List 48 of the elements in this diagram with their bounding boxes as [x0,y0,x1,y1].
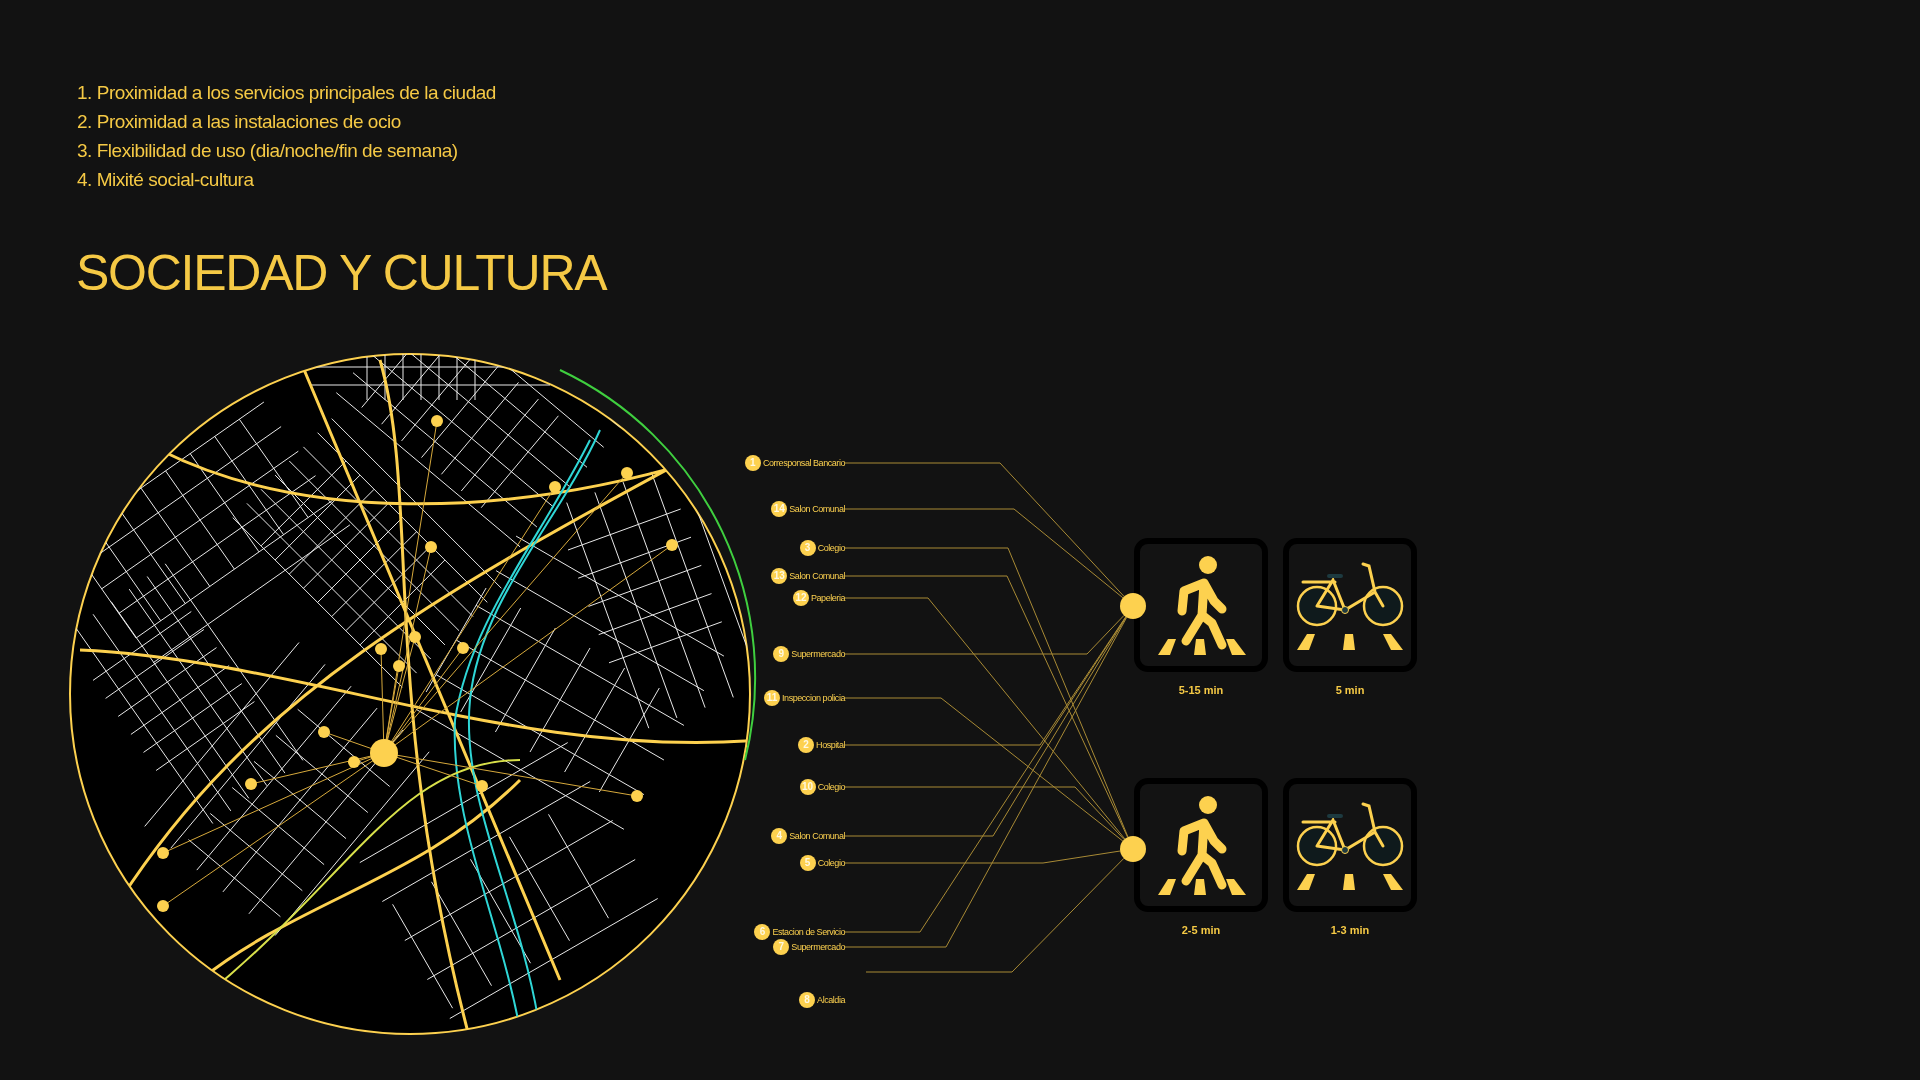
place-label: Supermercado [791,648,845,661]
connector-line [844,508,1124,599]
number-marker: 3 [799,540,816,556]
place-label: Salon Comunal [789,830,845,843]
number-marker: 2 [798,737,815,753]
number-marker: 12 [793,590,809,606]
place-label: Alcaldia [817,994,845,1007]
number-marker: 14 [771,501,788,517]
time-label: 1-3 min [1329,923,1371,938]
place-label: Papeleria [811,592,845,605]
connector-line [844,614,1125,655]
criteria-text: 3. Flexibilidad de uso (dia/noche/fin de semana) [77,139,459,163]
number-marker: 10 [799,779,816,795]
title: SOCIEDAD Y CULTURA [76,248,607,298]
number-marker: 6 [754,924,771,940]
number-marker: 4 [771,828,788,844]
connector-line [844,697,1124,842]
connector-line [844,850,1121,864]
criteria-text: 1. Proximidad a los servicios principales de la ciudad [77,81,496,105]
number-marker: 11 [764,690,781,706]
place-label: Inspeccion policia [782,692,845,705]
time-label: 5-15 min [1177,683,1225,698]
connector-line [844,462,1125,597]
criteria-text: 4. Mixité social-cultura [77,168,255,192]
number-marker: 1 [744,455,761,471]
time-label: 5 min [1334,683,1366,698]
place-label: Corresponsal Bancario [762,457,845,470]
place-label: Colegio [817,781,845,794]
number-marker: 13 [771,568,788,584]
place-label: Colegio [817,542,845,555]
place-label: Salon Comunal [789,570,845,583]
connector-line [865,857,1125,973]
criteria-text: 2. Proximidad a las instalaciones de ocio [77,110,402,134]
place-label: Colegio [817,857,845,870]
number-marker: 5 [799,855,816,871]
icon-tile [1283,538,1417,672]
icon-tile [1134,778,1268,912]
icon-tile [1283,778,1417,912]
place-label: Supermercado [791,941,845,954]
time-label: 2-5 min [1180,923,1222,938]
place-label: Hospital [816,739,845,752]
number-marker: 9 [773,646,790,662]
connector-line [844,786,1125,840]
place-label: Salon Comunal [789,503,845,516]
place-label: Estacion de Servicio [772,926,845,939]
number-marker: 7 [773,939,790,955]
icon-tile [1134,538,1268,672]
number-marker: 8 [799,992,816,1008]
